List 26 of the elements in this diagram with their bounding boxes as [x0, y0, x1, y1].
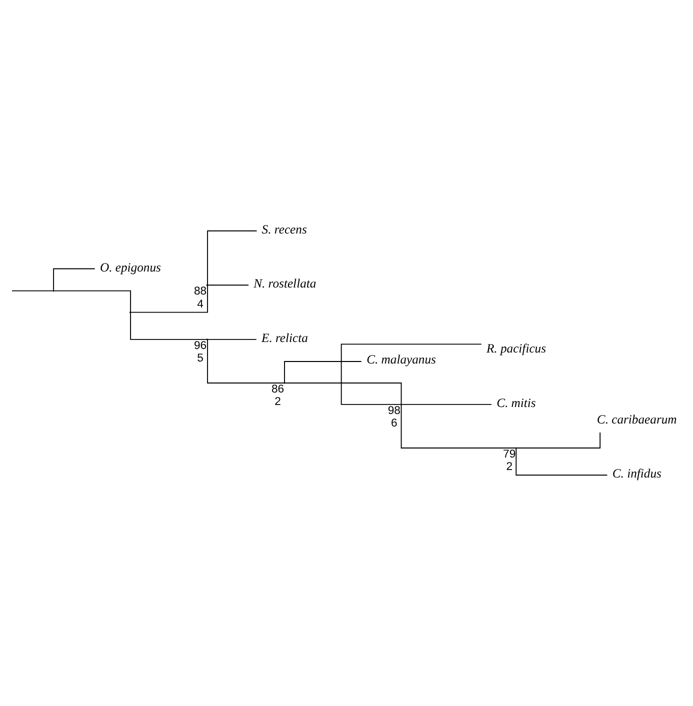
node-text: C. caribaearum: [596, 412, 677, 426]
node-label: 79: [503, 448, 516, 461]
node-text: E. relicta: [261, 330, 308, 345]
node-text: S. recens: [262, 222, 307, 236]
node-point: [515, 447, 517, 449]
node-point: [130, 312, 132, 314]
node-point: [206, 284, 208, 286]
node-label: 4: [197, 298, 204, 310]
node-point: [400, 404, 402, 406]
node-point: [284, 382, 286, 384]
node-text: C. infidus: [612, 466, 662, 481]
node-text: C. malayanus: [366, 352, 436, 366]
node-label: 2: [506, 461, 513, 474]
node-label: 6: [391, 418, 398, 430]
node-label: 86: [271, 384, 284, 396]
node-label: 5: [197, 352, 204, 365]
node-text: R. pacificus: [486, 342, 546, 356]
node-label: 88: [194, 286, 207, 298]
node-point: [52, 290, 54, 292]
node-point: [206, 338, 208, 340]
node-text: C. mitis: [496, 396, 536, 410]
node-label: 96: [194, 340, 207, 352]
node-text: O. epigonus: [100, 260, 161, 274]
node-label: 98: [388, 404, 401, 417]
node-text: N. rostellata: [254, 276, 316, 291]
node-label: 2: [274, 396, 281, 408]
